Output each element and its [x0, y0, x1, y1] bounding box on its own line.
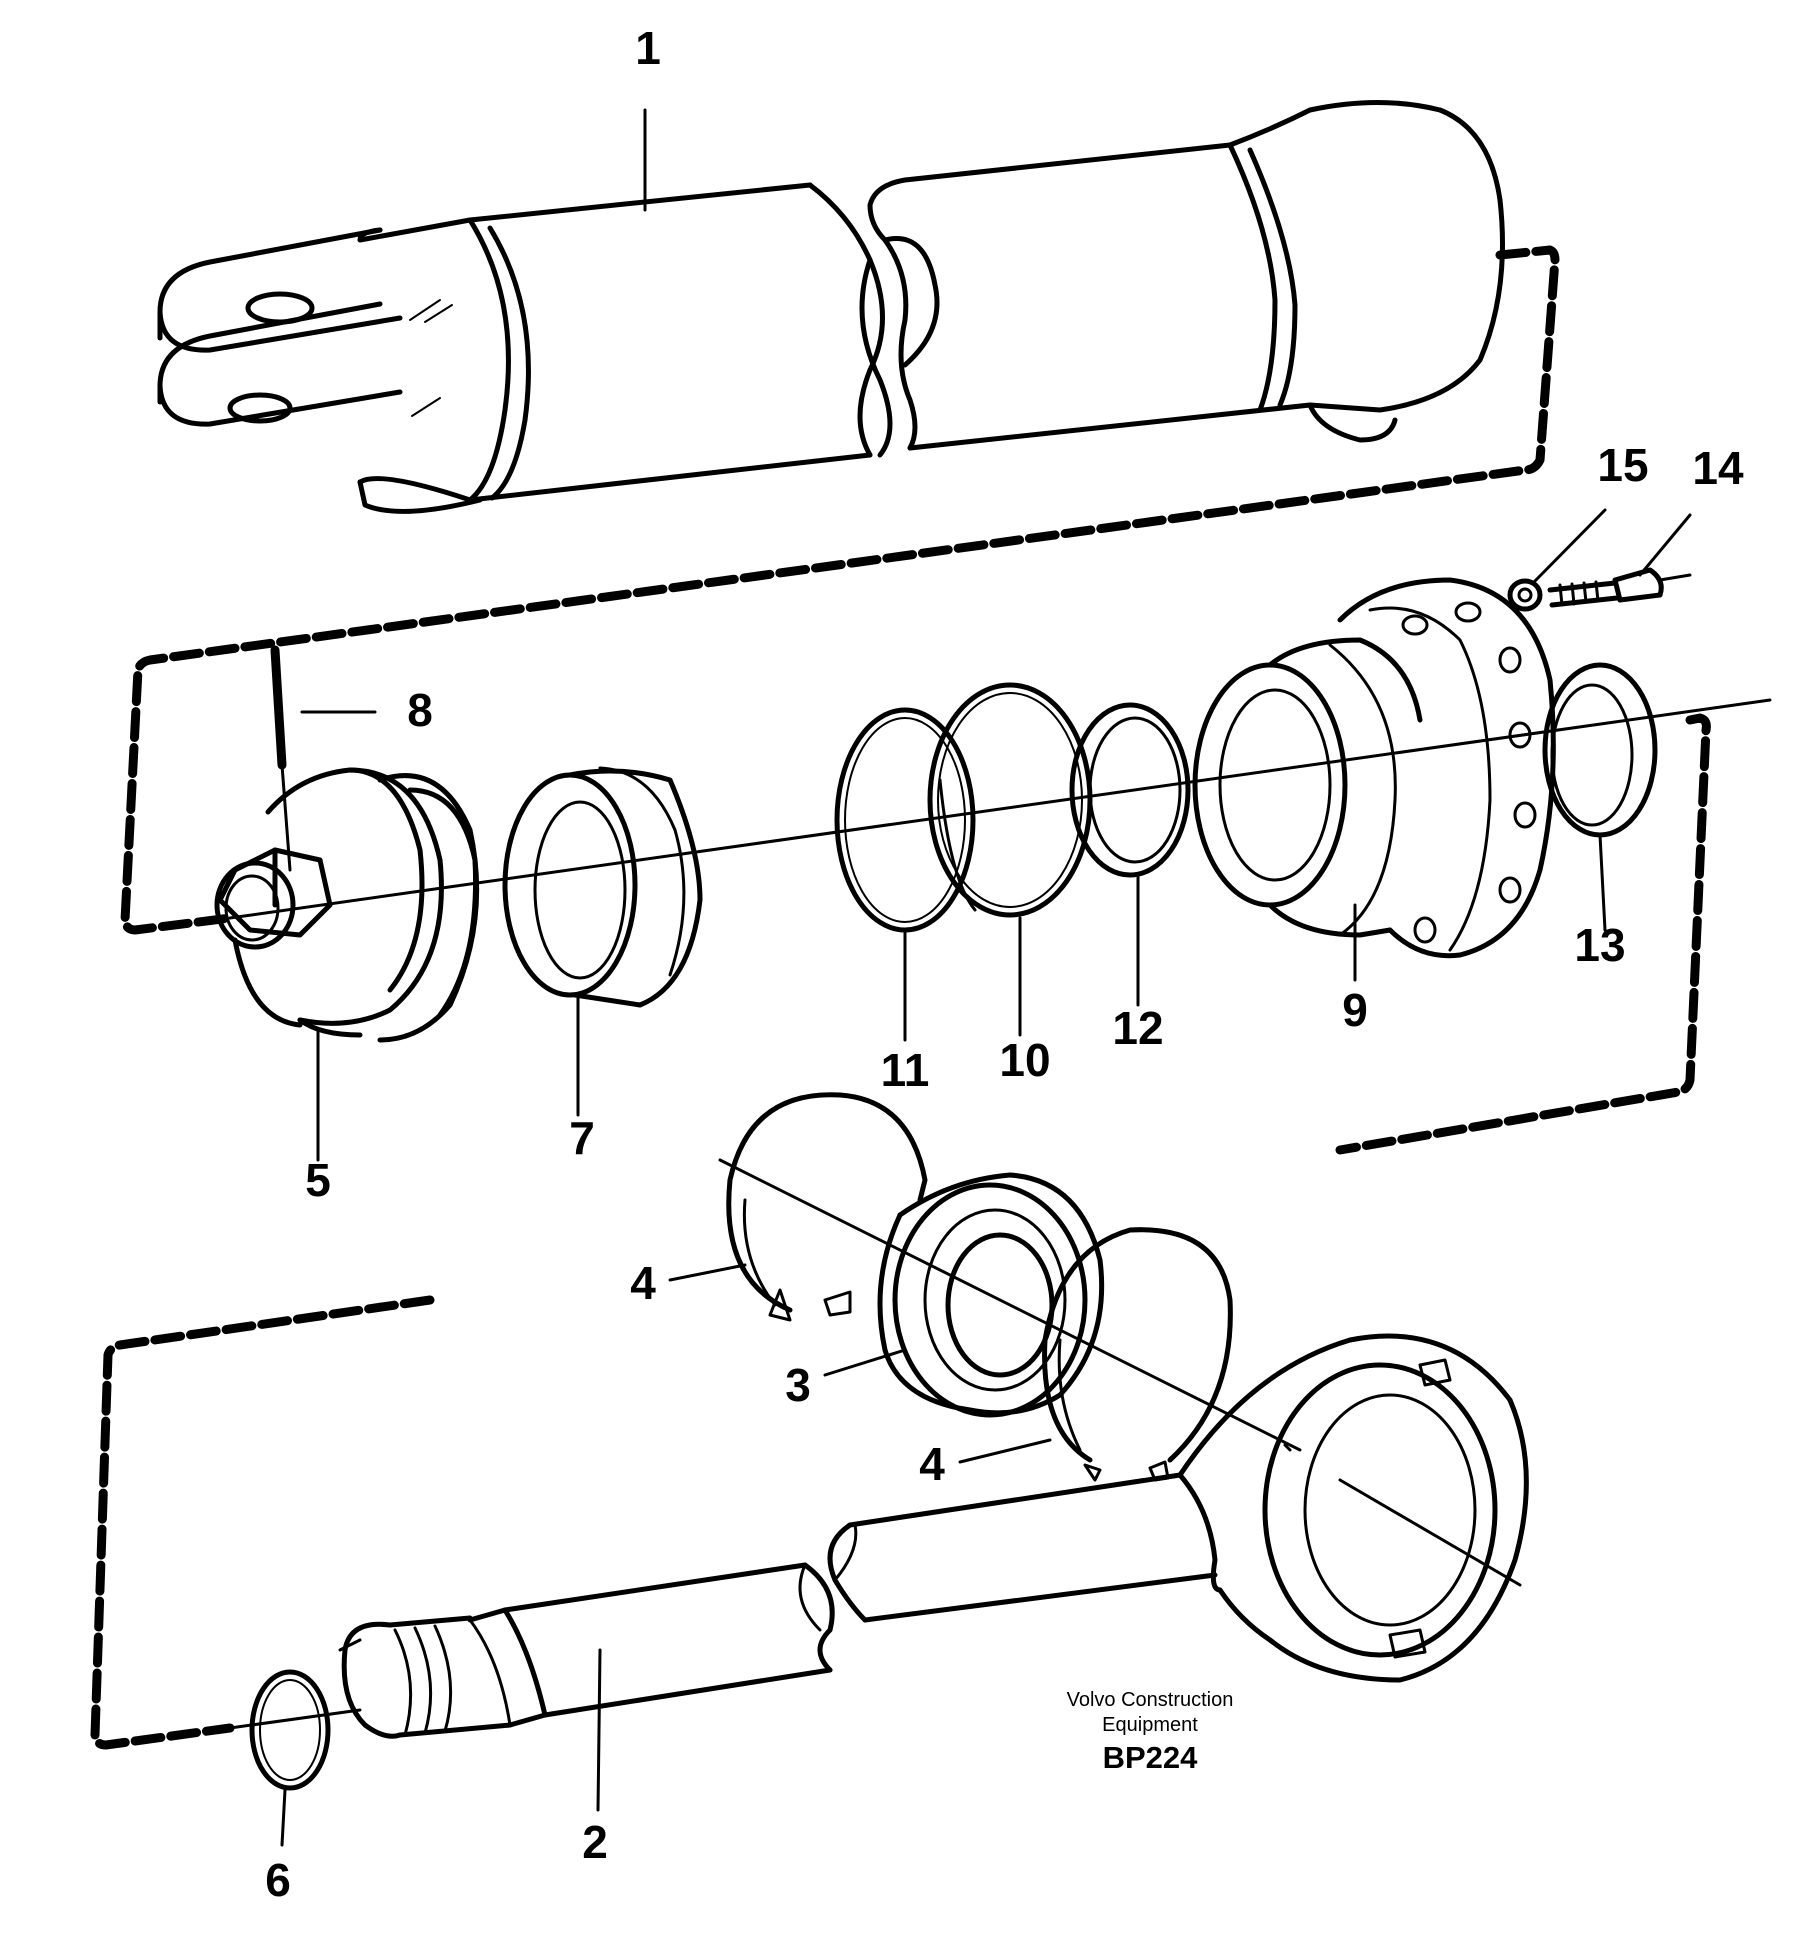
- publisher-credit: Volvo Construction Equipment BP224: [1067, 1688, 1234, 1778]
- bearing-3: [718, 1158, 1302, 1452]
- callout-12: 12: [1112, 1002, 1164, 1054]
- o-ring-6: [249, 1669, 331, 1791]
- piston-seal-7: [502, 766, 703, 1008]
- callout-8: 8: [407, 684, 433, 736]
- assembly-leader-dashed: [90, 245, 1772, 1750]
- callout-10: 10: [999, 1034, 1051, 1086]
- callout-11: 11: [880, 1044, 930, 1096]
- cylinder-head-9: [1192, 577, 1556, 959]
- callout-15: 15: [1597, 439, 1649, 491]
- callout-9: 9: [1342, 984, 1368, 1036]
- circlip-4-lower: [1042, 1227, 1233, 1482]
- screw-14: [1547, 567, 1692, 608]
- callout-3: 3: [785, 1359, 811, 1411]
- callout-13: 13: [1574, 919, 1626, 971]
- seal-12: [1069, 702, 1191, 878]
- callout-6: 6: [265, 1854, 291, 1906]
- pin-8: [270, 645, 292, 872]
- callout-4-lower: 4: [919, 1438, 945, 1490]
- callout-1: 1: [635, 22, 661, 74]
- ring-11: [834, 707, 976, 933]
- circlip-4-upper: [726, 1092, 928, 1322]
- callout-7: 7: [569, 1112, 595, 1164]
- credit-line-1: Volvo Construction: [1066, 1689, 1234, 1711]
- cylinder-tube: [157, 100, 1505, 514]
- callout-14: 14: [1692, 442, 1744, 494]
- wiper-13: [1542, 662, 1658, 838]
- credit-line-2: Equipment: [1102, 1714, 1198, 1736]
- callout-2: 2: [582, 1816, 608, 1868]
- washer-15: [1507, 578, 1543, 612]
- callout-leaders: [280, 108, 1692, 1847]
- drawing-code: BP224: [1102, 1740, 1198, 1775]
- callout-4-upper: 4: [630, 1257, 656, 1309]
- piston-5: [214, 767, 480, 1043]
- piston-rod-2: [338, 1333, 1529, 1739]
- callout-5: 5: [305, 1154, 331, 1206]
